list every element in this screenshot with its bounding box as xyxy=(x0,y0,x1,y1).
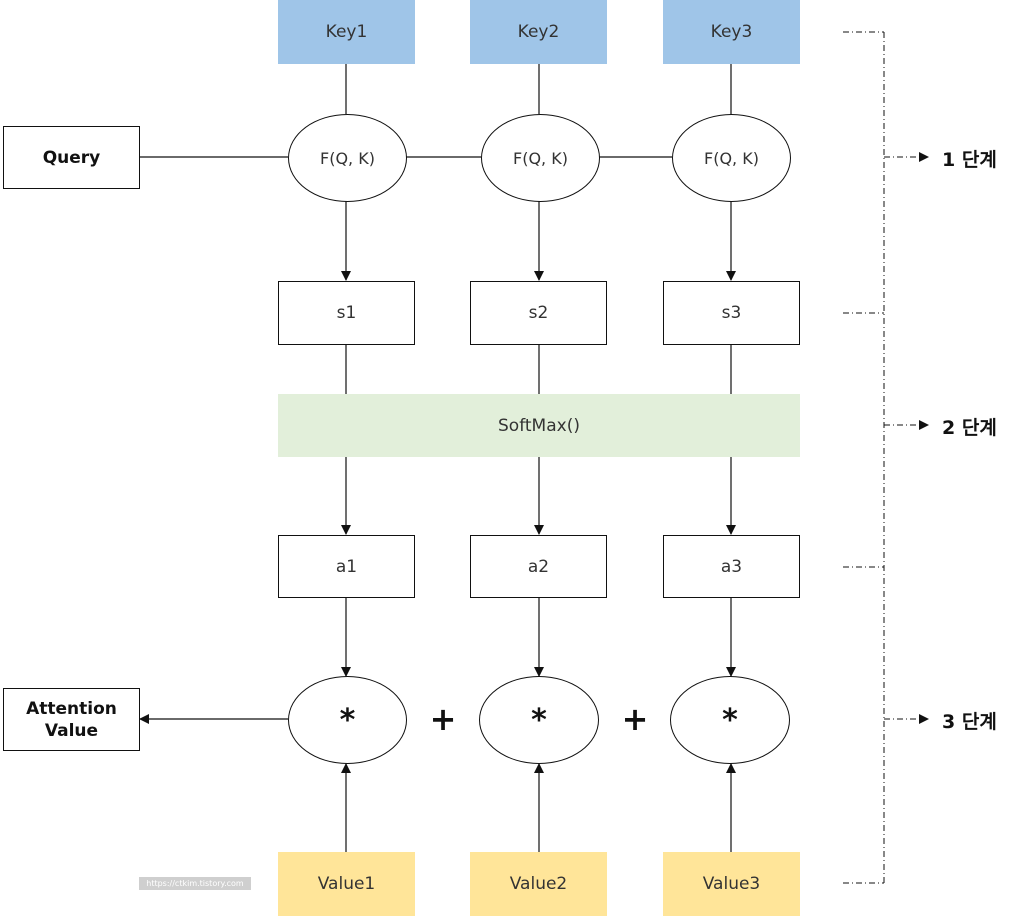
multiply-symbol-2: * xyxy=(531,702,547,738)
score-s2-box: s2 xyxy=(470,281,607,345)
weight-a3-label: a3 xyxy=(720,556,743,577)
score-s1-label: s1 xyxy=(336,303,357,323)
multiply-symbol-3: * xyxy=(722,702,738,738)
value1-box: Value1 xyxy=(278,852,415,916)
plus-sign-2: + xyxy=(621,700,649,738)
attention-value-box: Attention Value xyxy=(3,688,140,751)
attention-value-line1: Attention xyxy=(26,698,117,719)
value3-box: Value3 xyxy=(663,852,800,916)
key3-box: Key3 xyxy=(663,0,800,64)
product-node-2: * xyxy=(479,676,599,764)
key1-label: Key1 xyxy=(325,22,368,42)
query-box: Query xyxy=(3,126,140,189)
value1-label: Value1 xyxy=(317,874,376,894)
softmax-box: SoftMax() xyxy=(278,394,800,457)
weight-a1-label: a1 xyxy=(335,556,358,577)
score-function-1-label: F(Q, K) xyxy=(320,148,375,168)
plus-sign-1: + xyxy=(429,700,457,738)
value3-label: Value3 xyxy=(702,874,761,894)
weight-a2-label: a2 xyxy=(527,556,550,577)
score-function-1: F(Q, K) xyxy=(288,114,407,202)
score-function-2-label: F(Q, K) xyxy=(513,148,568,168)
key2-box: Key2 xyxy=(470,0,607,64)
stage-2-label: 2 단계 xyxy=(942,417,997,439)
product-node-3: * xyxy=(670,676,790,764)
score-s1-box: s1 xyxy=(278,281,415,345)
stage-3-label: 3 단계 xyxy=(942,711,997,733)
score-s3-box: s3 xyxy=(663,281,800,345)
value2-box: Value2 xyxy=(470,852,607,916)
multiply-symbol-1: * xyxy=(339,702,356,738)
query-label: Query xyxy=(42,147,101,168)
value2-label: Value2 xyxy=(509,874,568,894)
key3-label: Key3 xyxy=(710,22,753,42)
attention-value-line2: Value xyxy=(44,720,99,741)
watermark: https://ctkim.tistory.com xyxy=(139,877,251,890)
product-node-1: * xyxy=(288,676,407,764)
score-s3-label: s3 xyxy=(721,303,742,323)
weight-a1-box: a1 xyxy=(278,535,415,598)
key1-box: Key1 xyxy=(278,0,415,64)
weight-a3-box: a3 xyxy=(663,535,800,598)
score-s2-label: s2 xyxy=(528,303,549,323)
score-function-3-label: F(Q, K) xyxy=(704,148,759,168)
key2-label: Key2 xyxy=(517,22,560,42)
stage-1-label: 1 단계 xyxy=(942,149,997,171)
weight-a2-box: a2 xyxy=(470,535,607,598)
softmax-label: SoftMax() xyxy=(498,415,580,436)
score-function-3: F(Q, K) xyxy=(672,114,791,202)
score-function-2: F(Q, K) xyxy=(481,114,600,202)
